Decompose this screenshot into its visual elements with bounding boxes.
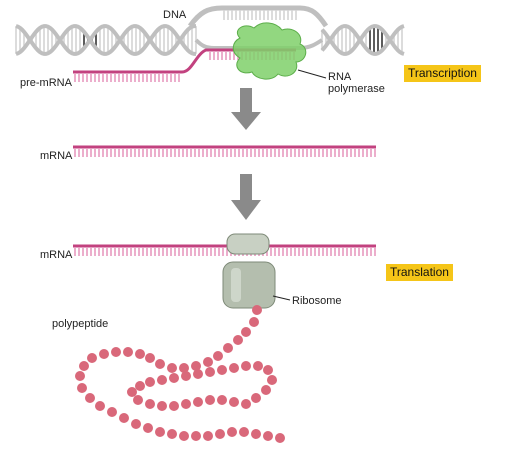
amino-acid-bead-icon xyxy=(145,377,155,387)
mrna-strand xyxy=(73,145,376,157)
amino-acid-bead-icon xyxy=(239,427,249,437)
transcription-badge: Transcription xyxy=(404,65,481,82)
amino-acid-bead-icon xyxy=(107,407,117,417)
pre-mrna-label: pre-mRNA xyxy=(20,77,72,89)
amino-acid-bead-icon xyxy=(217,365,227,375)
amino-acid-bead-icon xyxy=(85,393,95,403)
amino-acid-bead-icon xyxy=(251,429,261,439)
amino-acid-bead-icon xyxy=(261,385,271,395)
amino-acid-bead-icon xyxy=(263,365,273,375)
amino-acid-bead-icon xyxy=(229,363,239,373)
amino-acid-bead-icon xyxy=(213,351,223,361)
amino-acid-bead-icon xyxy=(179,363,189,373)
dna-upper-rungs xyxy=(223,10,297,20)
rna-polymerase-blob-icon xyxy=(232,22,307,80)
amino-acid-bead-icon xyxy=(127,387,137,397)
amino-acid-bead-icon xyxy=(229,397,239,407)
amino-acid-bead-icon xyxy=(193,397,203,407)
amino-acid-bead-icon xyxy=(155,427,165,437)
amino-acid-bead-icon xyxy=(241,361,251,371)
amino-acid-bead-icon xyxy=(249,317,259,327)
rna-polymerase-pointer xyxy=(297,69,327,79)
polypeptide-label: polypeptide xyxy=(52,318,109,330)
down-arrow-icon xyxy=(231,174,261,220)
amino-acid-bead-icon xyxy=(169,401,179,411)
amino-acid-bead-icon xyxy=(252,305,262,315)
mrna-strand xyxy=(73,244,376,256)
amino-acid-bead-icon xyxy=(95,401,105,411)
dna-unwound-upper-strand xyxy=(187,5,329,28)
amino-acid-bead-icon xyxy=(205,395,215,405)
amino-acid-bead-icon xyxy=(241,399,251,409)
amino-acid-bead-icon xyxy=(267,375,277,385)
amino-acid-bead-icon xyxy=(133,395,143,405)
amino-acid-bead-icon xyxy=(179,431,189,441)
dna-label: DNA xyxy=(163,9,187,21)
amino-acid-bead-icon xyxy=(169,373,179,383)
amino-acid-bead-icon xyxy=(217,395,227,405)
amino-acid-bead-icon xyxy=(135,381,145,391)
amino-acid-bead-icon xyxy=(145,353,155,363)
amino-acid-bead-icon xyxy=(111,347,121,357)
amino-acid-bead-icon xyxy=(119,413,129,423)
amino-acid-bead-icon xyxy=(203,357,213,367)
amino-acid-bead-icon xyxy=(87,353,97,363)
amino-acid-bead-icon xyxy=(167,429,177,439)
amino-acid-bead-icon xyxy=(143,423,153,433)
amino-acid-bead-icon xyxy=(131,419,141,429)
down-arrow-icon xyxy=(231,88,261,130)
amino-acid-bead-icon xyxy=(181,399,191,409)
amino-acid-bead-icon xyxy=(275,433,285,443)
amino-acid-bead-icon xyxy=(75,371,85,381)
amino-acid-bead-icon xyxy=(193,369,203,379)
amino-acid-bead-icon xyxy=(205,367,215,377)
rna-polymerase-label: RNA polymerase xyxy=(328,71,385,95)
amino-acid-bead-icon xyxy=(145,399,155,409)
amino-acid-bead-icon xyxy=(227,427,237,437)
amino-acid-bead-icon xyxy=(191,361,201,371)
amino-acid-bead-icon xyxy=(123,347,133,357)
amino-acid-bead-icon xyxy=(191,431,201,441)
amino-acid-bead-icon xyxy=(77,383,87,393)
amino-acid-bead-icon xyxy=(223,343,233,353)
mrna-label: mRNA xyxy=(40,249,73,261)
amino-acid-bead-icon xyxy=(251,393,261,403)
amino-acid-bead-icon xyxy=(157,375,167,385)
amino-acid-bead-icon xyxy=(233,335,243,345)
amino-acid-bead-icon xyxy=(99,349,109,359)
amino-acid-bead-icon xyxy=(203,431,213,441)
amino-acid-bead-icon xyxy=(79,361,89,371)
mrna-label: mRNA xyxy=(40,150,73,162)
ribosome-icon xyxy=(222,233,276,309)
amino-acid-bead-icon xyxy=(253,361,263,371)
amino-acid-bead-icon xyxy=(263,431,273,441)
dna-helix-icon xyxy=(15,24,405,56)
amino-acid-bead-icon xyxy=(167,363,177,373)
amino-acid-bead-icon xyxy=(241,327,251,337)
amino-acid-bead-icon xyxy=(155,359,165,369)
ribosome-label: Ribosome xyxy=(292,295,342,307)
amino-acid-bead-icon xyxy=(181,371,191,381)
amino-acid-bead-icon xyxy=(157,401,167,411)
amino-acid-bead-icon xyxy=(215,429,225,439)
translation-badge: Translation xyxy=(386,264,453,281)
polypeptide-chain xyxy=(75,305,285,443)
ribosome-pointer xyxy=(272,295,291,301)
amino-acid-bead-icon xyxy=(135,349,145,359)
